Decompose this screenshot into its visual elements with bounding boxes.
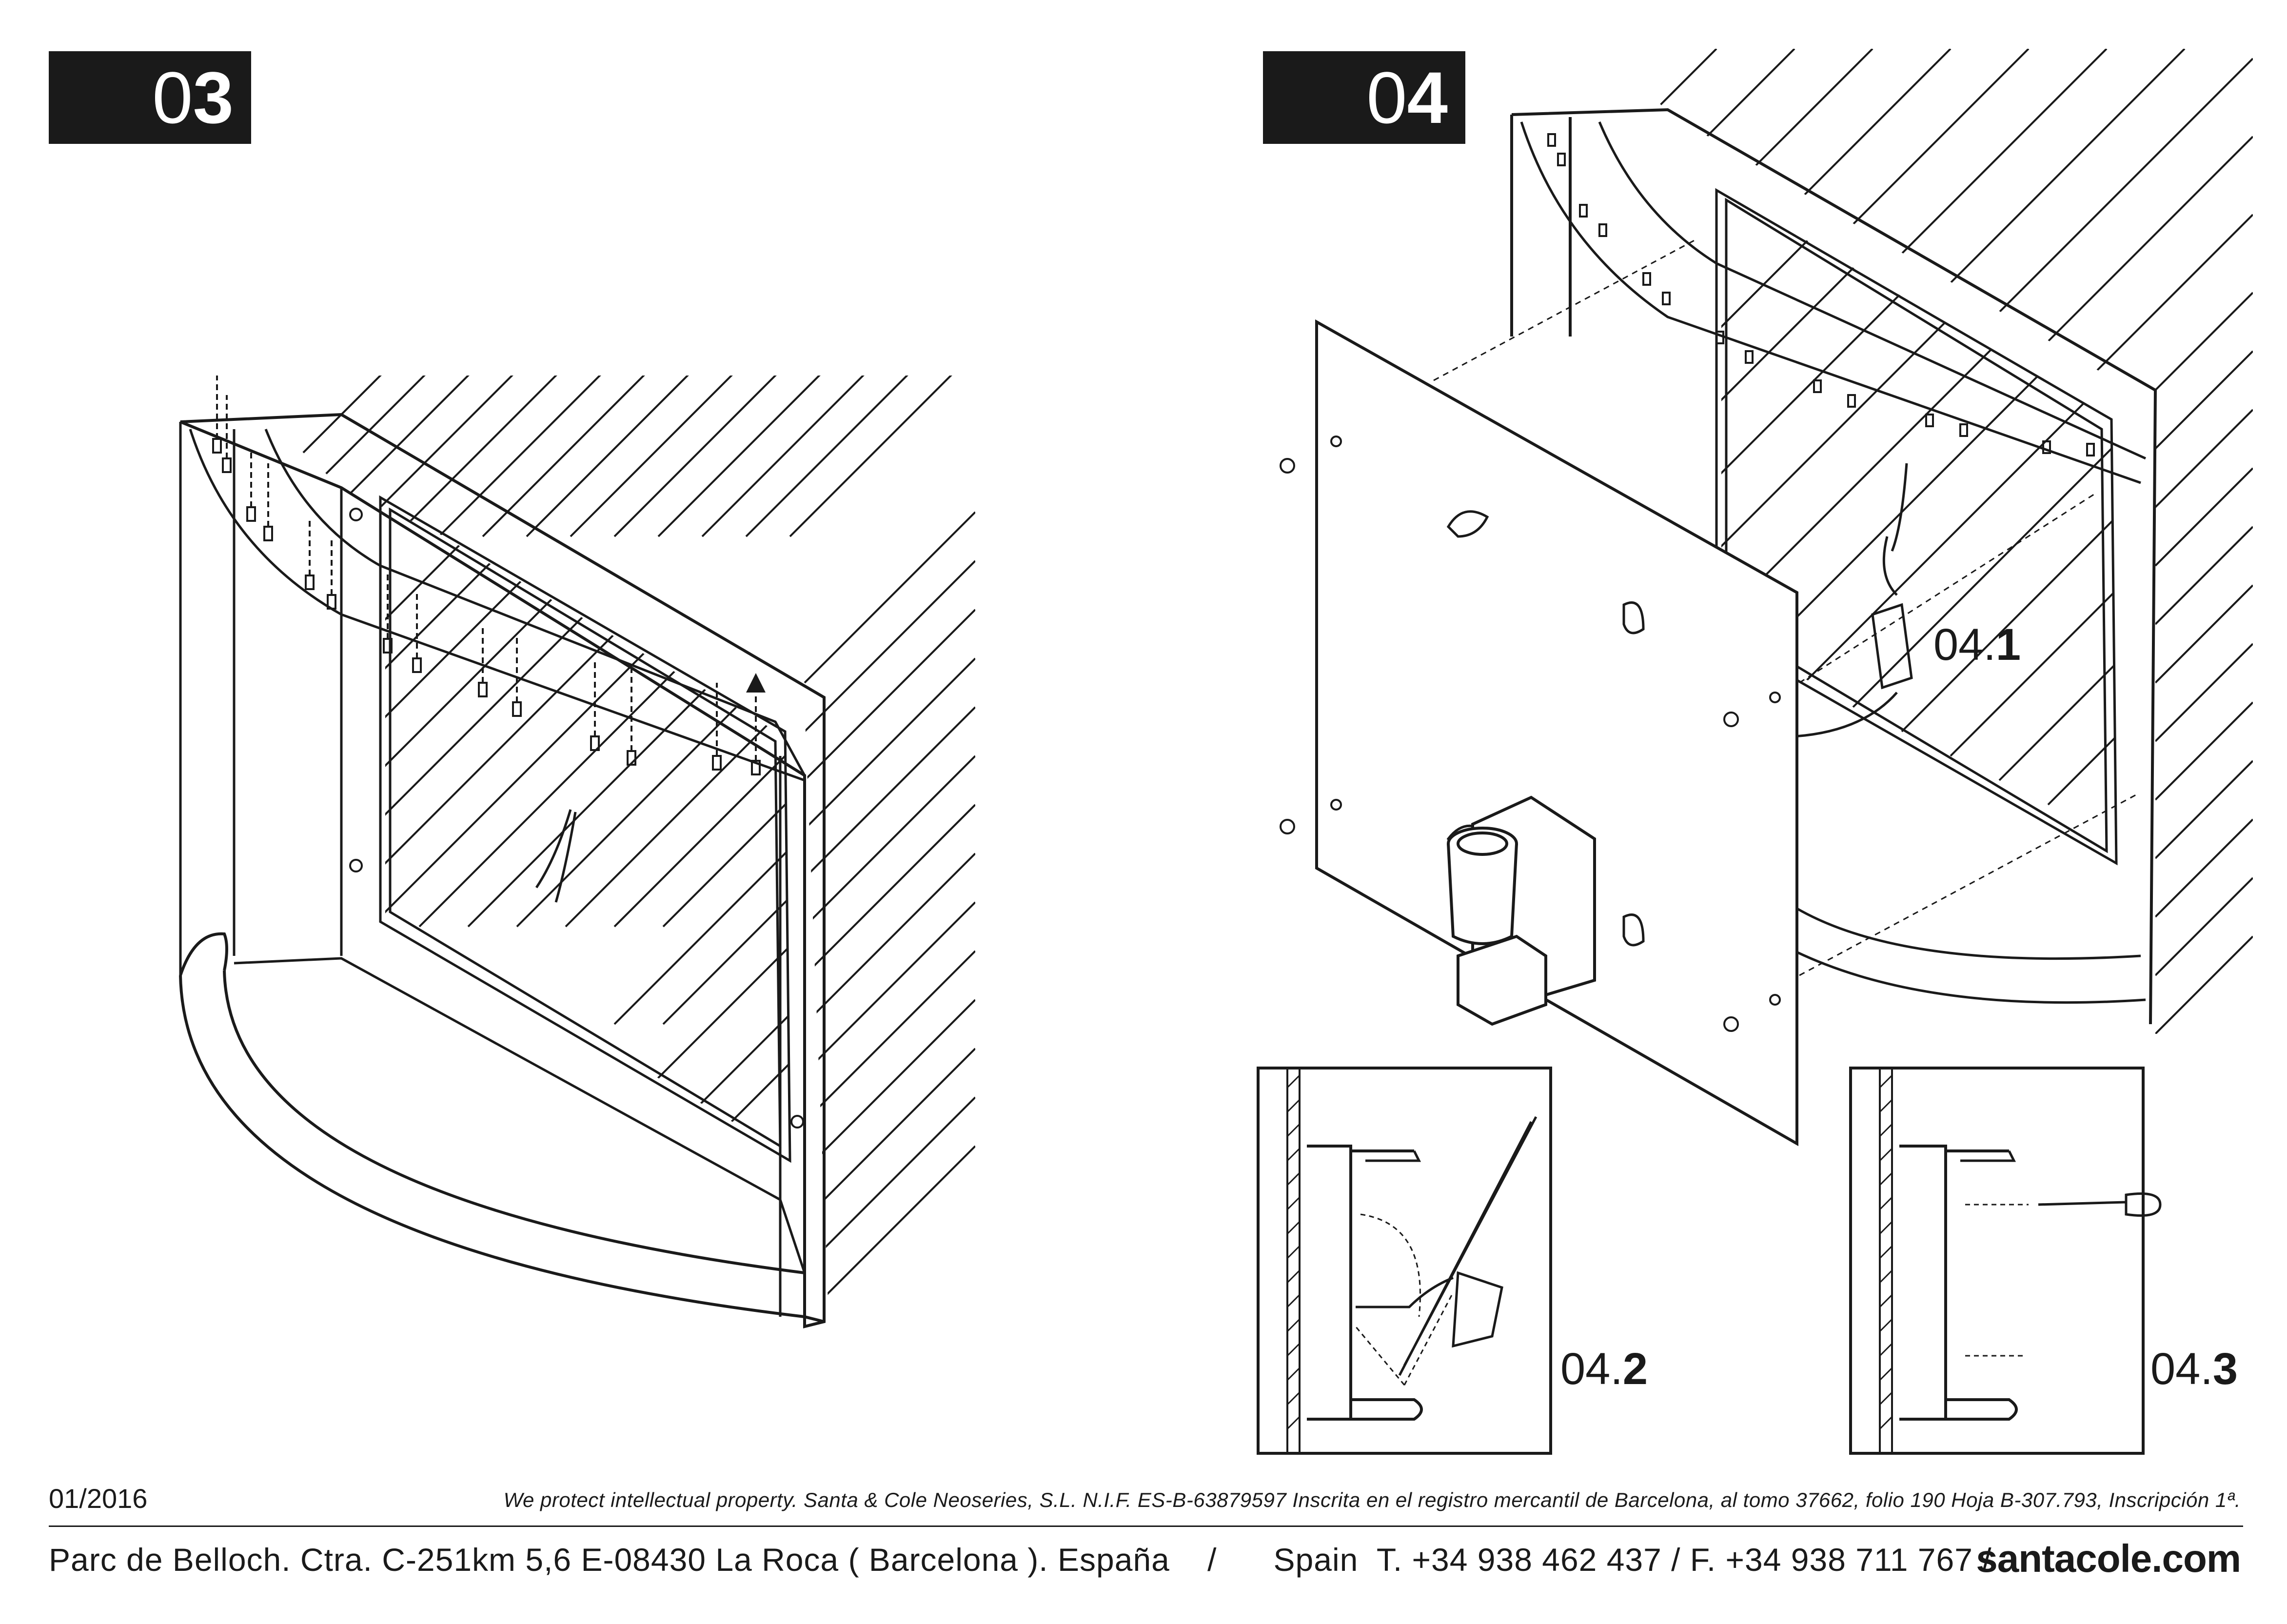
- detail-label-04-1-prefix: 04.: [1933, 620, 1996, 670]
- detail-label-04-3-prefix: 04.: [2150, 1344, 2213, 1394]
- mounting-plate: [1315, 319, 1798, 1147]
- detail-label-04-3-number: 3: [2212, 1344, 2238, 1394]
- detail-label-04-3: 04.3: [2150, 1344, 2238, 1395]
- wall-hatching: [219, 376, 975, 1318]
- step-4-number: 4: [1407, 57, 1448, 139]
- lamp-socket: [1447, 795, 1596, 1026]
- detail-label-04-1: 04.1: [1933, 619, 2021, 671]
- step-4-badge: 04: [1263, 51, 1465, 144]
- step-4-prefix: 0: [1366, 57, 1407, 139]
- step-3-badge: 03: [49, 51, 251, 144]
- detail-04-2: [1257, 1067, 1552, 1455]
- window-hatching-4: [1721, 194, 2116, 806]
- detail-label-04-2: 04.2: [1560, 1344, 1648, 1395]
- footer-legal-notice: We protect intellectual property. Santa …: [503, 1488, 2241, 1511]
- window-hatching: [385, 502, 790, 1123]
- step-3-illustration: [179, 376, 975, 1328]
- footer-date: 01/2016: [49, 1483, 148, 1514]
- fixture-frame: [1510, 108, 2157, 1025]
- screws-removal: [212, 376, 760, 775]
- wall-hatching-4: [1657, 49, 2253, 1034]
- detail-label-04-2-prefix: 04.: [1560, 1344, 1623, 1394]
- detail-label-04-2-number: 2: [1622, 1344, 1648, 1394]
- footer-divider: [49, 1525, 2243, 1527]
- footer-website-link[interactable]: santacole.com: [1976, 1537, 2241, 1580]
- step-3-number: 3: [193, 57, 234, 139]
- step-3-prefix: 0: [152, 57, 193, 139]
- step-4-illustration: [1280, 49, 2253, 1147]
- frame-outline: [179, 413, 826, 1328]
- detail-04-3: [1849, 1067, 2162, 1455]
- footer-address: Parc de Belloch. Ctra. C-251km 5,6 E-084…: [49, 1542, 1992, 1578]
- detail-label-04-1-number: 1: [1995, 620, 2021, 670]
